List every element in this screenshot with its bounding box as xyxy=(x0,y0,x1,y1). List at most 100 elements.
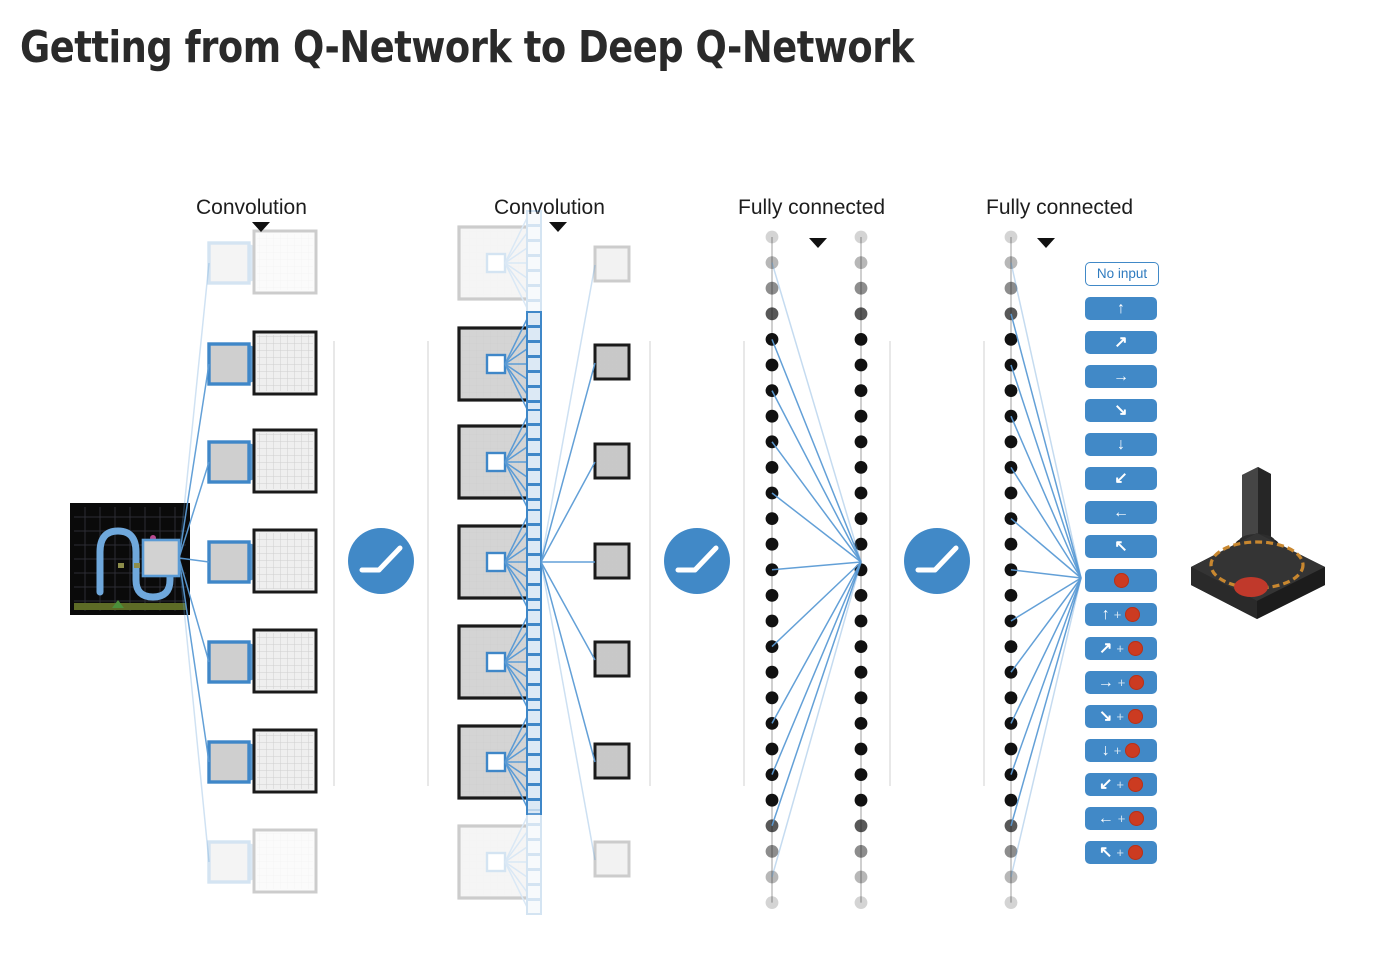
conv2-output-cell[interactable] xyxy=(526,809,542,825)
conv2-output-cell[interactable] xyxy=(526,255,542,271)
action-button-down-plus-fire[interactable]: ↓+ xyxy=(1085,739,1157,762)
relu-activation-3[interactable] xyxy=(904,528,970,594)
conv2-kernel-patch[interactable] xyxy=(485,851,507,873)
conv2-output-cell[interactable] xyxy=(526,356,542,372)
conv2-output-cell[interactable] xyxy=(526,469,542,485)
conv2-output-cell[interactable] xyxy=(526,824,542,840)
fc1-column-b-unit[interactable] xyxy=(854,435,868,449)
conv1-kernel-patch[interactable] xyxy=(207,640,251,684)
fc1-column-b-unit[interactable] xyxy=(854,461,868,474)
conv2-output-cell[interactable] xyxy=(526,869,542,885)
conv2-output-cell[interactable] xyxy=(526,285,542,301)
conv1-kernel-patch[interactable] xyxy=(207,840,251,884)
action-button-up-right[interactable]: ↗ xyxy=(1085,331,1157,354)
conv2-output-cell[interactable] xyxy=(526,554,542,570)
conv2-output-cell[interactable] xyxy=(526,386,542,402)
action-button-up-plus-fire[interactable]: ↑+ xyxy=(1085,603,1157,626)
conv2-kernel-patch[interactable] xyxy=(485,551,507,573)
conv2-output-cell[interactable] xyxy=(526,524,542,540)
fc1-column-b-unit[interactable] xyxy=(854,819,868,833)
fc2-column-unit[interactable] xyxy=(1004,435,1018,449)
action-button-up-right-plus-fire[interactable]: ↗+ xyxy=(1085,637,1157,660)
conv2-output-cell[interactable] xyxy=(526,454,542,470)
fc1-column-a-unit[interactable] xyxy=(765,461,779,474)
fc2-column-unit[interactable] xyxy=(1004,870,1018,884)
fc1-column-a-unit[interactable] xyxy=(765,614,779,628)
action-button-no-input[interactable]: No input xyxy=(1085,262,1159,286)
conv2-kernel-patch[interactable] xyxy=(485,451,507,473)
fc2-column-unit[interactable] xyxy=(1004,896,1018,909)
action-button-up[interactable]: ↑ xyxy=(1085,297,1157,320)
conv2-output-cell[interactable] xyxy=(526,424,542,440)
relu-circle[interactable] xyxy=(664,528,730,594)
conv2-output-cell[interactable] xyxy=(526,371,542,387)
conv2-output-cell[interactable] xyxy=(526,709,542,725)
conv2-output-cell[interactable] xyxy=(526,654,542,670)
conv2-output-cell[interactable] xyxy=(526,210,542,226)
conv2-output-cell[interactable] xyxy=(526,569,542,585)
conv2-output-cell[interactable] xyxy=(526,884,542,900)
action-button-right[interactable]: → xyxy=(1085,365,1157,388)
conv2-output-cell[interactable] xyxy=(526,509,542,525)
fc1-column-b-unit[interactable] xyxy=(854,614,868,628)
receptive-field-box[interactable] xyxy=(141,538,181,578)
action-button-fire[interactable] xyxy=(1085,569,1157,592)
fc2-column-unit[interactable] xyxy=(1004,256,1018,269)
conv2-kernel-patch[interactable] xyxy=(485,252,507,274)
fc2-column-unit[interactable] xyxy=(1004,691,1018,705)
conv2-kernel-patch[interactable] xyxy=(485,751,507,773)
conv2-output-cell[interactable] xyxy=(526,326,542,342)
conv2-kernel-patch[interactable] xyxy=(485,651,507,673)
fc2-column-unit[interactable] xyxy=(1004,333,1018,346)
conv2-output-cell[interactable] xyxy=(526,311,542,327)
fc2-column-unit[interactable] xyxy=(1004,742,1018,756)
fc1-column-a-unit[interactable] xyxy=(765,230,779,244)
relu-activation-2[interactable] xyxy=(664,528,730,594)
conv1-kernel-patch[interactable] xyxy=(207,241,251,285)
conv2-output-cell[interactable] xyxy=(526,769,542,785)
fc1-column-b-unit[interactable] xyxy=(854,409,868,423)
fc1-column-b-unit[interactable] xyxy=(854,589,868,602)
conv2-output-cell[interactable] xyxy=(526,584,542,600)
action-button-left[interactable]: ← xyxy=(1085,501,1157,524)
conv2-output-cell[interactable] xyxy=(526,270,542,286)
conv2-output-cell[interactable] xyxy=(526,799,542,815)
fc2-column-unit[interactable] xyxy=(1004,845,1018,858)
conv2-output-cell[interactable] xyxy=(526,225,542,241)
fc1-column-a-unit[interactable] xyxy=(765,845,779,858)
fc1-column-b-unit[interactable] xyxy=(854,333,868,346)
conv2-output-cell[interactable] xyxy=(526,639,542,655)
conv2-output-cell[interactable] xyxy=(526,609,542,625)
conv2-output-cell[interactable] xyxy=(526,839,542,855)
action-button-down-right-plus-fire[interactable]: ↘+ xyxy=(1085,705,1157,728)
fc2-column-unit[interactable] xyxy=(1004,537,1018,551)
conv2-output-cell[interactable] xyxy=(526,669,542,685)
relu-circle[interactable] xyxy=(904,528,970,594)
fc2-column-unit[interactable] xyxy=(1004,230,1018,244)
fc1-column-a-unit[interactable] xyxy=(765,589,779,602)
fc1-column-b-unit[interactable] xyxy=(854,768,868,781)
action-button-down-left[interactable]: ↙ xyxy=(1085,467,1157,490)
fc1-column-b-unit[interactable] xyxy=(854,691,868,705)
fc1-column-a-unit[interactable] xyxy=(765,870,779,884)
conv2-output-cell[interactable] xyxy=(526,439,542,455)
fc1-column-b-unit[interactable] xyxy=(854,793,868,807)
fc1-column-a-unit[interactable] xyxy=(765,896,779,909)
fc1-column-a-unit[interactable] xyxy=(765,665,779,679)
fc1-column-b-unit[interactable] xyxy=(854,230,868,244)
relu-activation-1[interactable] xyxy=(348,528,414,594)
action-button-down-left-plus-fire[interactable]: ↙+ xyxy=(1085,773,1157,796)
conv1-kernel-patch[interactable] xyxy=(207,440,251,484)
fc2-column-unit[interactable] xyxy=(1004,486,1018,500)
conv2-output-cell[interactable] xyxy=(526,624,542,640)
conv2-output-cell[interactable] xyxy=(526,754,542,770)
fc1-column-b-unit[interactable] xyxy=(854,281,868,295)
fc2-column-unit[interactable] xyxy=(1004,563,1018,577)
conv2-output-cell[interactable] xyxy=(526,899,542,915)
fc2-column-unit[interactable] xyxy=(1004,281,1018,295)
conv2-output-cell[interactable] xyxy=(526,539,542,555)
fc1-column-b-unit[interactable] xyxy=(854,845,868,858)
conv2-output-cell[interactable] xyxy=(526,409,542,425)
action-button-left-plus-fire[interactable]: ←+ xyxy=(1085,807,1157,830)
fc1-column-b-unit[interactable] xyxy=(854,640,868,653)
